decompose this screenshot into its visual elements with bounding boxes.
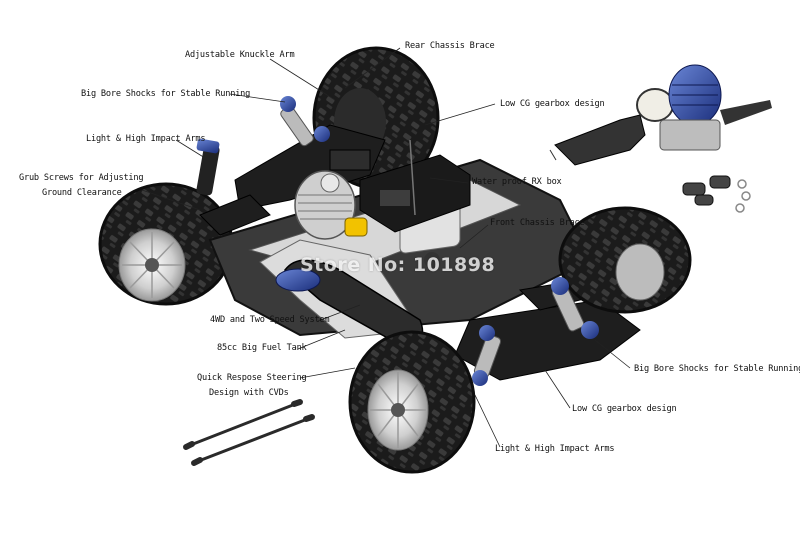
engine — [294, 170, 368, 240]
label-knuckle-arm: Adjustable Knuckle Arm — [185, 50, 295, 60]
label-impact-arms-front: Light & High Impact Arms — [495, 444, 615, 454]
leader-lines — [141, 47, 631, 448]
label-steering-line1: Quick Respose Steering — [197, 373, 307, 383]
label-low-cg-gearbox-bottom: Low CG gearbox design — [572, 404, 677, 414]
label-rear-chassis-brace: Rear Chassis Brace — [405, 41, 495, 51]
shock-front-right — [551, 277, 599, 339]
label-big-bore-shocks-front: Big Bore Shocks for Stable Running — [634, 364, 800, 374]
engine-inset — [549, 64, 772, 166]
label-impact-arms-rear: Light & High Impact Arms — [86, 134, 206, 144]
tire-front-left — [348, 330, 476, 474]
label-fuel-tank: 85cc Big Fuel Tank — [217, 343, 307, 353]
label-grub-screws-line1: Grub Screws for Adjusting — [19, 173, 144, 183]
label-grub-screws-line2: Ground Clearance — [42, 188, 122, 198]
label-drive-system: 4WD and Two Speed System — [210, 315, 330, 325]
rx-box — [359, 139, 471, 233]
label-big-bore-shocks-rear: Big Bore Shocks for Stable Running — [81, 89, 251, 99]
shock-rear-left — [196, 138, 220, 196]
rear-arms — [199, 124, 386, 236]
shock-front-left — [472, 325, 502, 386]
label-low-cg-gearbox-top: Low CG gearbox design — [500, 99, 605, 109]
tire-left-front — [98, 182, 234, 306]
clutch-shoes — [682, 175, 731, 206]
cvd-driveshafts — [183, 399, 315, 466]
store-watermark: Store No: 101898 — [300, 254, 496, 276]
label-front-chassis-brace: Front Chassis Brace — [490, 218, 585, 228]
label-steering-line2: Design with CVDs — [209, 388, 289, 398]
label-rx-box: Water proof RX box — [472, 177, 562, 187]
shock-rear-right — [280, 96, 330, 147]
tire-right-rear — [558, 206, 692, 314]
clutch-springs — [735, 179, 751, 213]
